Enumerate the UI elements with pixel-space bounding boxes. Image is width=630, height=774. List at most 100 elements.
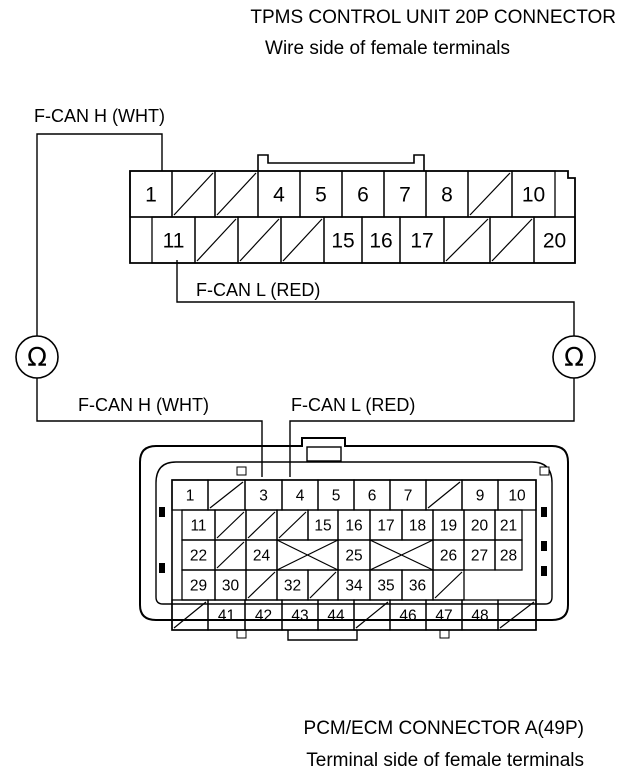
tpms-terminal-label: 15 [331,230,354,253]
pcm-terminal-label: 5 [332,488,341,505]
wire-label-fcan-l-top: F-CAN L (RED) [196,280,320,300]
pcm-terminal-cell: 10 [497,479,537,511]
pcm-terminal-cell: 7 [389,479,427,511]
pcm-terminal-label: 32 [284,578,301,595]
pcm-terminal-label: 21 [500,518,517,535]
pcm-key-notch-bottom [236,629,247,639]
pcm-terminal-cell [425,479,463,511]
tpms-terminal-cell: 5 [299,170,343,218]
pcm-terminal-label: 42 [255,608,272,625]
pcm-terminal-label: 43 [291,608,308,625]
pcm-terminal-label: 7 [404,488,413,505]
pcm-terminal-cell: 24 [245,539,278,571]
wire-label-fcan-l-bottom: F-CAN L (RED) [291,395,415,415]
pcm-terminal-label: 41 [218,608,235,625]
wire-fcan-l-lower [289,378,575,477]
tpms-terminal-cell [467,170,513,218]
pcm-terminal-cell: 4 [281,479,319,511]
pcm-terminal-label: 9 [476,488,485,505]
ohm-symbol-left: Ω [27,343,47,373]
pcm-key-notch-top [236,466,247,476]
tpms-terminal-cell: 4 [257,170,301,218]
wire-label-fcan-h-bottom: F-CAN H (WHT) [78,395,209,415]
pcm-terminal-cell: 11 [181,509,216,541]
tpms-terminal-label: 4 [273,184,285,207]
tpms-terminal-label: 6 [357,184,369,207]
pcm-terminal-cell: 30 [214,569,247,601]
pcm-terminal-cell: 3 [244,479,283,511]
tpms-terminal-cell: 1 [129,170,173,218]
pcm-terminal-label: 10 [508,488,526,505]
pcm-terminal-label: 29 [190,578,207,595]
pcm-bottom-tab [287,630,358,641]
pcm-terminal-cell: 16 [337,509,371,541]
pcm-terminal-cell: 36 [401,569,434,601]
ohmmeter-left-icon: Ω [15,335,59,379]
pcm-terminal-cell: 1 [171,479,209,511]
pcm-terminal-label: 36 [409,578,426,595]
tpms-terminal-cell: 11 [151,216,196,264]
pcm-terminal-label: 46 [399,608,416,625]
pcm-terminal-label: 25 [345,548,362,565]
pcm-terminal-cell [497,599,537,631]
pcm-terminal-cell: 28 [494,539,523,571]
pcm-terminal-label: 26 [440,548,457,565]
tpms-terminal-cell: 15 [323,216,363,264]
pcm-terminal-cell [432,569,465,601]
pcm-terminal-label: 20 [471,518,489,535]
pcm-connector-title: PCM/ECM CONNECTOR A(49P) [304,718,584,739]
pcm-terminal-label: 16 [345,518,362,535]
pcm-terminal-label: 18 [409,518,426,535]
pcm-terminal-label: 15 [314,518,331,535]
tpms-terminal-cell: 7 [383,170,427,218]
wire-fcan-h-lower [36,378,263,477]
pcm-terminal-cell: 15 [307,509,339,541]
tpms-terminal-cell [443,216,491,264]
wire-fcan-h-upper [36,133,163,336]
pcm-terminal-label: 3 [259,488,268,505]
tpms-terminal-cell: 10 [511,170,556,218]
pcm-connector-subtitle: Terminal side of female terminals [306,750,584,771]
pcm-terminal-cell: 21 [494,509,523,541]
pcm-pin-marker-left-1 [159,507,165,517]
pcm-terminal-cell: 6 [353,479,391,511]
pcm-terminal-cell: 17 [369,509,403,541]
pcm-terminal-cell: 20 [463,509,496,541]
tpms-terminal-label: 16 [369,230,392,253]
pcm-terminal-cell [276,509,309,541]
pcm-pin-marker-right-3 [541,566,547,576]
pcm-pin-marker-right-1 [541,507,547,517]
pcm-connector-lock-tab [306,446,342,462]
pcm-terminal-cell: 35 [369,569,403,601]
pcm-terminal-label: 11 [190,518,206,535]
tpms-terminal-cell: 8 [425,170,469,218]
pcm-pin-marker-right-2 [541,541,547,551]
tpms-terminal-label: 5 [315,184,327,207]
tpms-terminal-label: 17 [410,230,433,253]
tpms-terminal-cell [280,216,325,264]
pcm-terminal-label: 17 [377,518,394,535]
pcm-terminal-cell: 34 [337,569,371,601]
tpms-terminal-cell: 16 [361,216,401,264]
tpms-terminal-cell: 6 [341,170,385,218]
pcm-terminal-cell: 32 [276,569,309,601]
pcm-terminal-cell: 27 [463,539,496,571]
pcm-terminal-cell [307,569,339,601]
pcm-terminal-label: 19 [440,518,457,535]
pcm-terminal-cell: 9 [461,479,499,511]
pcm-terminal-label: 34 [345,578,363,595]
pcm-terminal-label: 44 [327,608,345,625]
tpms-connector-title: TPMS CONTROL UNIT 20P CONNECTOR [250,7,616,28]
pcm-key-notch-top-right [539,466,550,476]
tpms-connector-subtitle: Wire side of female terminals [265,38,510,59]
wire-fcan-l-upper [176,260,575,336]
pcm-terminal-label: 48 [471,608,488,625]
tpms-terminal-label: 11 [163,230,185,253]
pcm-terminal-label: 35 [377,578,394,595]
ohmmeter-right-icon: Ω [552,335,596,379]
tpms-terminal-cell [194,216,239,264]
pcm-terminal-cell [276,539,339,571]
pcm-terminal-label: 4 [296,488,305,505]
pcm-key-notch-bottom-right [439,629,450,639]
